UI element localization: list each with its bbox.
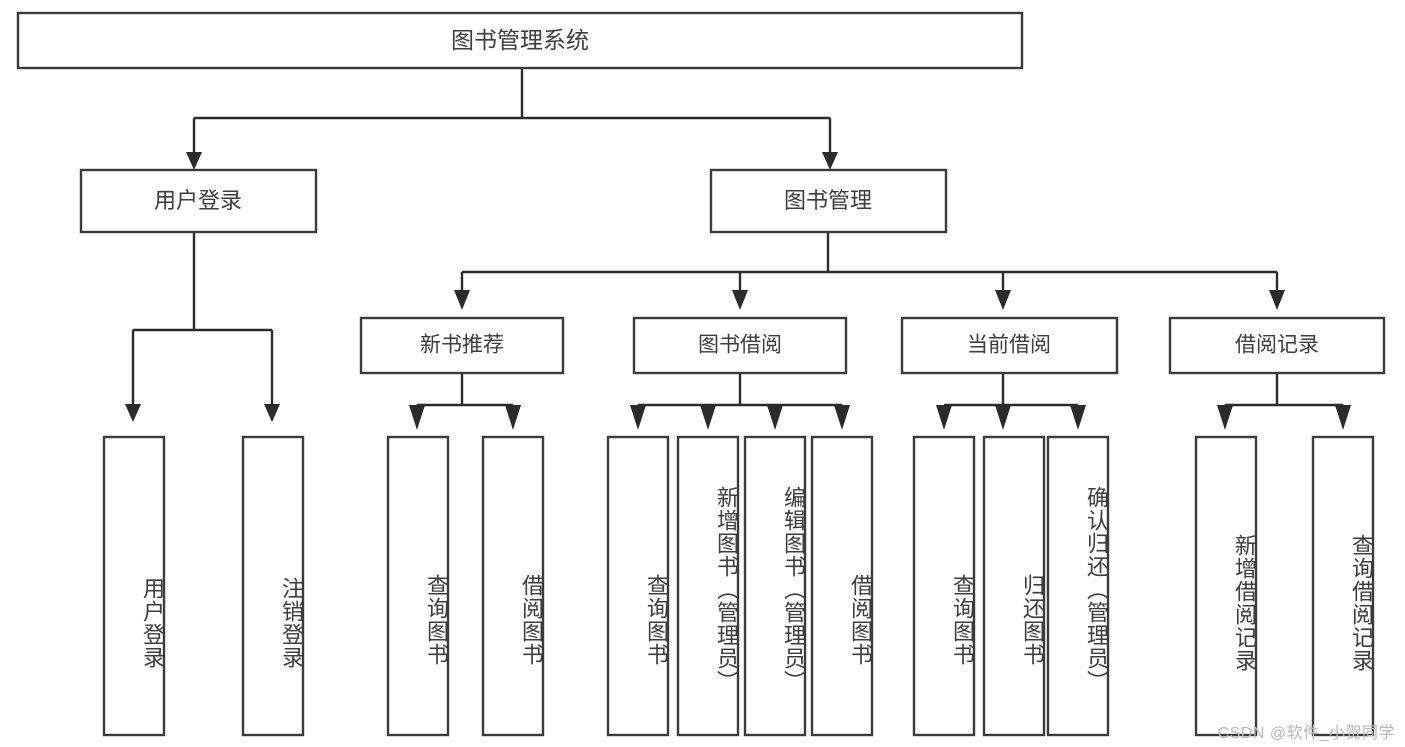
leaf-box-cb-confirm-return[interactable]	[1046, 435, 1110, 737]
connector-newbook-to-leaves	[409, 373, 521, 430]
node-new-book-recommend-label: 新书推荐	[420, 334, 504, 357]
connector-userlogin-to-leaves	[125, 232, 280, 422]
node-new-book-recommend[interactable]	[359, 316, 565, 375]
connector-borrowrecord-to-leaves	[1217, 373, 1351, 430]
node-root[interactable]	[16, 11, 1024, 70]
leaf-box-nb-borrow-book[interactable]	[481, 435, 545, 737]
leaf-box-user-logout[interactable]	[241, 435, 305, 737]
leaf-box-cb-return-book[interactable]	[982, 435, 1046, 737]
leaf-box-bb-query-book[interactable]	[606, 435, 670, 737]
leaf-box-nb-query-book[interactable]	[386, 435, 450, 737]
leaf-box-user-login[interactable]	[102, 435, 166, 737]
node-book-management[interactable]	[709, 168, 948, 234]
csdn-watermark: CSDN @软件_小贺同学	[1217, 725, 1395, 742]
leaf-box-bb-edit-book[interactable]	[743, 435, 807, 737]
node-user-login-label: 用户登录	[154, 188, 242, 213]
leaf-box-bb-add-book[interactable]	[676, 435, 740, 737]
connector-currentborrow-to-leaves	[936, 373, 1086, 430]
leaf-box-cb-query-book[interactable]	[912, 435, 976, 737]
leaf-box-br-query-record[interactable]	[1311, 435, 1375, 737]
leaf-box-br-add-record[interactable]	[1194, 435, 1258, 737]
node-root-label: 图书管理系统	[451, 27, 589, 53]
node-current-borrow[interactable]	[900, 316, 1119, 375]
node-book-borrow[interactable]	[632, 316, 848, 375]
node-borrow-record[interactable]	[1168, 316, 1386, 375]
node-book-borrow-label: 图书借阅	[698, 334, 782, 357]
node-borrow-record-label: 借阅记录	[1235, 334, 1319, 357]
node-current-borrow-label: 当前借阅	[967, 334, 1051, 357]
leaf-box-bb-borrow-book[interactable]	[810, 435, 874, 737]
node-book-management-label: 图书管理	[784, 188, 872, 213]
connector-root-to-level1	[186, 68, 838, 170]
connector-bookmgmt-to-level2	[454, 232, 1285, 310]
connector-bookborrow-to-leaves	[630, 373, 850, 430]
node-user-login[interactable]	[79, 168, 318, 234]
